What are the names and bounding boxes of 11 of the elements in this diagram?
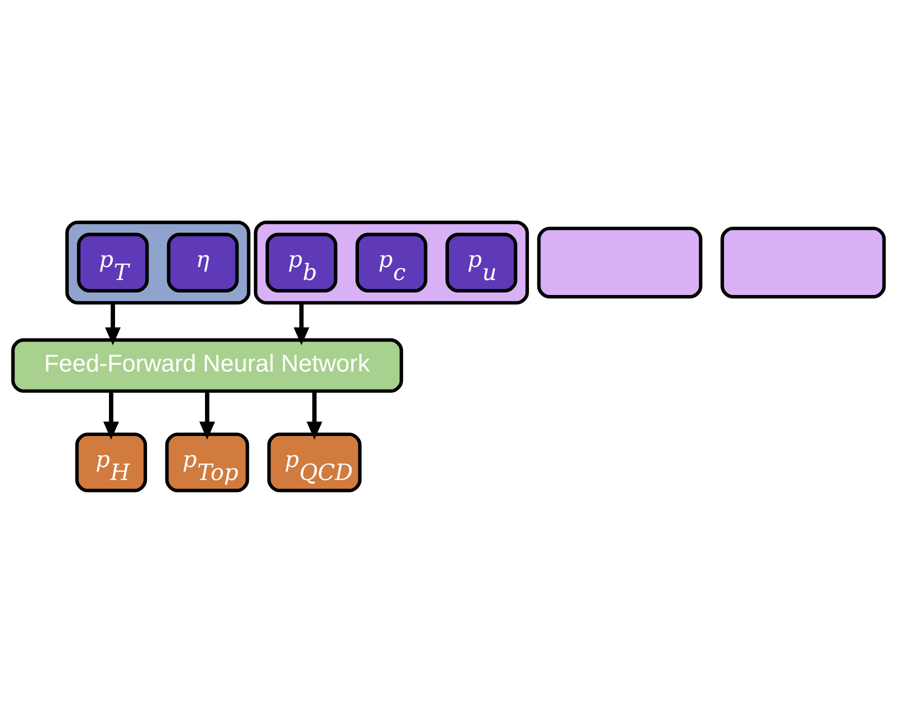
arrow: [306, 390, 322, 440]
cluster: [65, 220, 250, 304]
arrow: [105, 302, 121, 345]
arrow: [199, 390, 215, 440]
node-box: [720, 226, 886, 298]
arrow: [103, 390, 119, 440]
node-box: Feed-Forward Neural Network: [11, 338, 404, 392]
arrow: [294, 302, 310, 345]
node-box: [537, 226, 702, 298]
cluster: [254, 220, 529, 304]
node-box: η: [166, 232, 239, 292]
